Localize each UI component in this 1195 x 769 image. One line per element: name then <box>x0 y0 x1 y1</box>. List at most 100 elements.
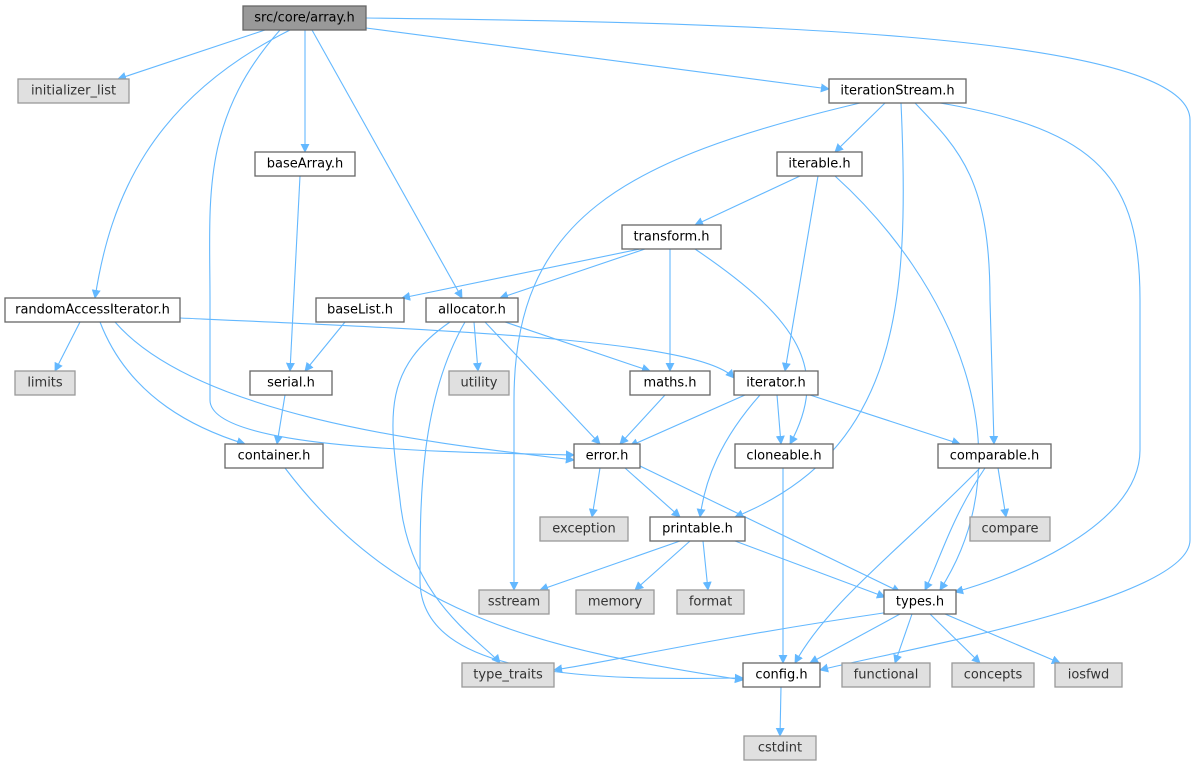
nodes: src/core/array.h initializer_list iterat… <box>4 5 1123 761</box>
edge <box>311 29 463 299</box>
node-label: functional <box>854 668 919 683</box>
edge <box>499 248 646 300</box>
edge <box>509 102 861 591</box>
node-label: baseList.h <box>327 303 393 318</box>
edge <box>696 394 761 518</box>
node-cloneable-h[interactable]: cloneable.h <box>734 443 834 469</box>
node-cstdint: cstdint <box>743 735 817 761</box>
edge <box>809 394 961 446</box>
edge <box>273 394 286 445</box>
node-label: baseArray.h <box>267 157 344 172</box>
node-initializer-list: initializer_list <box>17 78 130 104</box>
edge <box>794 467 981 664</box>
node-memory: memory <box>575 589 655 615</box>
node-sstream: sstream <box>478 589 550 615</box>
node-label: serial.h <box>267 376 315 391</box>
node-config-h[interactable]: config.h <box>742 662 821 688</box>
edge <box>99 321 246 446</box>
node-label: memory <box>588 595 643 610</box>
edge <box>539 540 681 592</box>
edge <box>553 611 891 674</box>
node-container-h[interactable]: container.h <box>224 443 324 469</box>
node-comparable-h[interactable]: comparable.h <box>937 443 1052 469</box>
node-type-traits: type_traits <box>461 662 555 688</box>
edge <box>775 686 785 737</box>
node-label: utility <box>461 376 498 391</box>
node-randomaccessiterator-h[interactable]: randomAccessIterator.h <box>4 297 181 323</box>
edge <box>284 467 744 684</box>
edge <box>629 394 746 447</box>
node-baselist-h[interactable]: baseList.h <box>315 297 405 323</box>
edge <box>834 175 980 591</box>
node-concepts: concepts <box>951 662 1035 688</box>
node-compare: compare <box>969 516 1051 542</box>
edge <box>834 102 886 153</box>
edge <box>91 29 291 299</box>
node-basearray-h[interactable]: baseArray.h <box>254 151 356 177</box>
node-label: compare <box>981 522 1038 537</box>
edge <box>639 465 901 593</box>
node-utility: utility <box>448 370 510 396</box>
node-allocator-h[interactable]: allocator.h <box>425 297 519 323</box>
edge <box>114 321 575 464</box>
edge <box>734 102 904 519</box>
edge <box>504 321 651 373</box>
edge <box>365 27 830 93</box>
node-label: cstdint <box>758 741 802 756</box>
node-functional: functional <box>841 662 931 688</box>
node-transform-h[interactable]: transform.h <box>621 224 722 250</box>
node-types-h[interactable]: types.h <box>883 589 957 615</box>
node-label: container.h <box>238 449 311 464</box>
node-label: limits <box>27 376 63 391</box>
node-format: format <box>676 589 745 615</box>
edge <box>209 29 575 460</box>
node-label: comparable.h <box>950 449 1040 464</box>
edge <box>472 321 482 372</box>
node-label: config.h <box>755 668 807 683</box>
node-serial-h[interactable]: serial.h <box>249 370 333 396</box>
edge <box>734 540 886 599</box>
edge <box>944 613 1061 664</box>
node-label: transform.h <box>633 230 709 245</box>
node-printable-h[interactable]: printable.h <box>649 516 746 542</box>
edge <box>419 321 744 683</box>
edge <box>924 467 986 591</box>
edge <box>702 540 712 591</box>
node-label: iterable.h <box>788 157 850 172</box>
node-label: initializer_list <box>31 84 116 99</box>
edge <box>809 613 901 664</box>
edge <box>304 321 346 372</box>
node-label: sstream <box>488 595 540 610</box>
edge <box>619 394 666 445</box>
edge <box>285 175 301 372</box>
node-iterationstream-h[interactable]: iterationStream.h <box>828 78 967 104</box>
node-label: iosfwd <box>1068 668 1110 683</box>
edge <box>392 321 501 664</box>
node-label: iterationStream.h <box>840 84 954 99</box>
edge <box>401 248 641 301</box>
edge <box>694 248 808 445</box>
node-label: type_traits <box>473 668 543 683</box>
node-label: allocator.h <box>438 303 506 318</box>
node-iterable-h[interactable]: iterable.h <box>776 151 863 177</box>
node-label: iterator.h <box>746 376 806 391</box>
edge <box>634 540 691 591</box>
node-array-h[interactable]: src/core/array.h <box>242 5 367 31</box>
edge <box>939 102 1141 595</box>
node-limits: limits <box>14 370 76 396</box>
node-label: printable.h <box>662 522 733 537</box>
node-iterator-h[interactable]: iterator.h <box>733 370 819 396</box>
edge <box>929 613 981 664</box>
node-error-h[interactable]: error.h <box>573 443 641 469</box>
edges <box>54 17 1191 737</box>
edge <box>624 467 681 518</box>
node-maths-h[interactable]: maths.h <box>629 370 711 396</box>
node-label: cloneable.h <box>746 449 821 464</box>
edge <box>117 29 266 81</box>
edge <box>54 321 81 372</box>
node-exception: exception <box>539 516 629 542</box>
edge <box>775 394 785 445</box>
node-label: error.h <box>586 449 629 464</box>
edge <box>781 175 819 372</box>
